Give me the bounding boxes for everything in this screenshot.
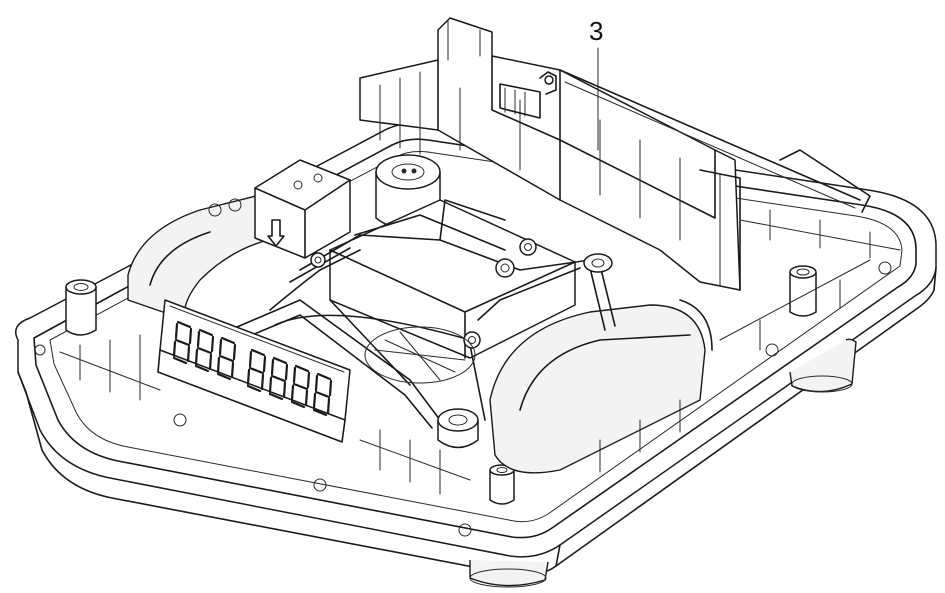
battery-compartment (359, 17, 871, 291)
digit-group-left (172, 320, 237, 381)
control-block (254, 159, 351, 259)
right-housing (489, 299, 713, 474)
fan-grille (364, 326, 476, 384)
arrow-down-icon (267, 219, 285, 247)
digit-group-right (246, 348, 333, 417)
callout-label: 3 (589, 16, 603, 46)
front-ribs (34, 198, 901, 537)
left-housing (127, 194, 269, 321)
linkage-arms (229, 249, 616, 429)
callout-3: 3 (589, 16, 603, 151)
corner-posts (65, 265, 817, 505)
feet (469, 338, 857, 588)
display-panel (157, 299, 351, 443)
rollers (310, 252, 613, 449)
